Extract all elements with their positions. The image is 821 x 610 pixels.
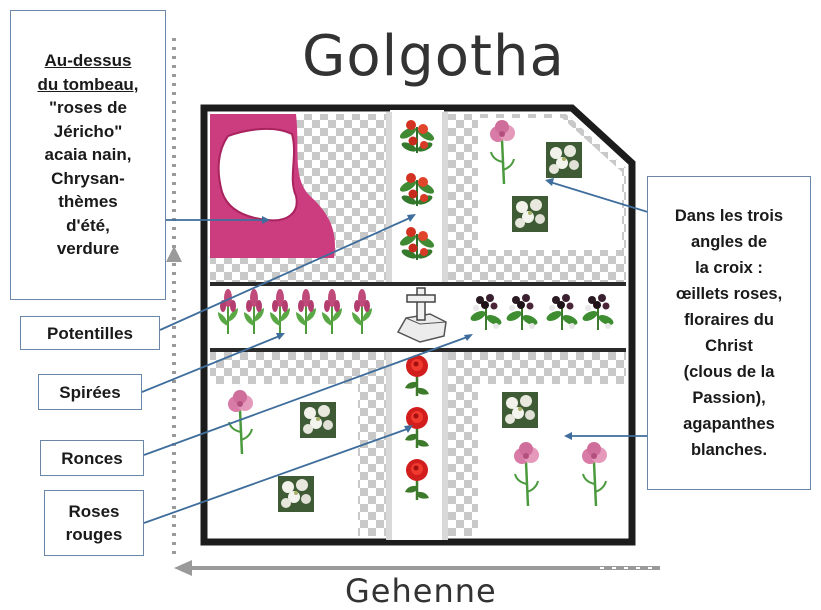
white-flower-cluster-icon: [546, 142, 582, 178]
label-spirees: Spirées: [38, 374, 142, 410]
label-ronces: Ronces: [40, 440, 144, 476]
white-flower-cluster-icon: [502, 392, 538, 428]
white-flower-cluster-icon: [300, 402, 336, 438]
label-cross-angles-line-3: la croix :: [648, 255, 810, 281]
label-above-tomb-line-5: acaia nain,: [11, 143, 165, 167]
label-cross-angles-line-7: (clous de la: [648, 359, 810, 385]
label-above-tomb-line-8: d'été,: [11, 214, 165, 238]
label-ronces-text: Ronces: [41, 447, 143, 470]
up-arrow-icon: [166, 246, 182, 262]
label-above-tomb-line-1: Au-dessus: [11, 49, 165, 73]
label-above-tomb-line-9: verdure: [11, 237, 165, 261]
label-spirees-text: Spirées: [39, 381, 141, 404]
label-roses-rouges-line-1: Roses: [45, 500, 143, 523]
left-arrow-icon: [174, 560, 192, 576]
label-cross-angles-line-6: Christ: [648, 333, 810, 359]
label-above-tomb-line-7: thèmes: [11, 190, 165, 214]
label-above-tomb: Au-dessus du tombeau, "roses de Jéricho"…: [10, 10, 166, 300]
label-cross-angles: Dans les trois angles de la croix : œill…: [647, 176, 811, 490]
white-flower-cluster-icon: [278, 476, 314, 512]
label-above-tomb-line-2: du tombeau,: [11, 73, 165, 97]
label-cross-angles-line-5: floraires du: [648, 307, 810, 333]
label-cross-angles-line-9: agapanthes: [648, 411, 810, 437]
label-above-tomb-line-3: "roses de: [11, 96, 165, 120]
label-cross-angles-line-1: Dans les trois: [648, 203, 810, 229]
label-cross-angles-line-4: œillets roses,: [648, 281, 810, 307]
label-cross-angles-line-2: angles de: [648, 229, 810, 255]
label-potentilles-text: Potentilles: [21, 322, 159, 345]
white-flower-cluster-icon: [512, 196, 548, 232]
label-above-tomb-line-6: Chrysan-: [11, 167, 165, 191]
label-cross-angles-line-10: blanches.: [648, 437, 810, 463]
label-above-tomb-line-4: Jéricho": [11, 120, 165, 144]
label-roses-rouges: Roses rouges: [44, 490, 144, 556]
label-roses-rouges-line-2: rouges: [45, 523, 143, 546]
label-cross-angles-line-8: Passion),: [648, 385, 810, 411]
label-potentilles: Potentilles: [20, 316, 160, 350]
